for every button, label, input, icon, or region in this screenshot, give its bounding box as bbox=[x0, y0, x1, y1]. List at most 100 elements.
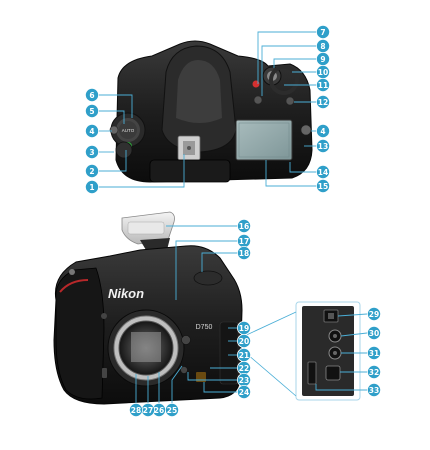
callout-number: 13 bbox=[318, 142, 328, 151]
callout-number: 16 bbox=[239, 222, 249, 231]
callout-25: 25 bbox=[164, 402, 179, 417]
callout-22: 22 bbox=[236, 360, 251, 375]
callout-number: 15 bbox=[318, 182, 328, 191]
callout-33: 33 bbox=[366, 382, 381, 397]
callout-number: 26 bbox=[154, 406, 164, 415]
release-mode-dial bbox=[115, 141, 133, 159]
callout-number: 17 bbox=[239, 237, 249, 246]
leader-line-30 bbox=[340, 332, 368, 337]
callout-number: 23 bbox=[239, 376, 249, 385]
iso-button bbox=[285, 96, 295, 106]
callout-6: 6 bbox=[85, 88, 100, 103]
callout-number: 25 bbox=[167, 406, 177, 415]
camera-top-view: AUTO bbox=[109, 40, 313, 183]
callout-18: 18 bbox=[236, 245, 251, 260]
accessory-terminal bbox=[307, 361, 317, 385]
leader-line-18 bbox=[201, 252, 237, 272]
callout-circle bbox=[366, 364, 381, 379]
callout-4a: 4 bbox=[85, 124, 100, 139]
callout-circle bbox=[366, 306, 381, 321]
callout-number: 4 bbox=[89, 127, 94, 136]
brand-logo: Nikon bbox=[108, 286, 144, 301]
callout-21: 21 bbox=[236, 347, 251, 362]
callout-16: 16 bbox=[236, 218, 251, 233]
control-panel-lcd bbox=[235, 119, 293, 161]
hdmi-port bbox=[325, 365, 341, 381]
callout-number: 4 bbox=[320, 127, 325, 136]
callout-11: 11 bbox=[315, 78, 330, 93]
leader-line-25 bbox=[171, 365, 183, 403]
leader-line-15 bbox=[265, 160, 316, 187]
callout-30: 30 bbox=[366, 325, 381, 340]
callout-28: 28 bbox=[128, 402, 143, 417]
callout-circle bbox=[85, 179, 100, 194]
callout-12: 12 bbox=[315, 95, 330, 110]
callout-circle bbox=[236, 384, 251, 399]
leader-line-24 bbox=[203, 382, 237, 393]
connector-cover bbox=[219, 321, 239, 385]
callout-number: 8 bbox=[320, 42, 325, 51]
callout-circle bbox=[236, 333, 251, 348]
callout-circle bbox=[85, 163, 100, 178]
leader-line-29 bbox=[337, 313, 368, 317]
leader-line-17 bbox=[175, 240, 237, 300]
callout-number: 18 bbox=[239, 249, 249, 258]
af-mode-button bbox=[180, 366, 188, 374]
callout-7: 7 bbox=[315, 24, 330, 39]
leader-line-23 bbox=[187, 372, 237, 381]
callout-number: 19 bbox=[239, 324, 249, 333]
callout-number: 32 bbox=[369, 368, 379, 377]
callout-14: 14 bbox=[315, 164, 330, 179]
leader-line-33 bbox=[315, 384, 367, 391]
callout-2: 2 bbox=[85, 163, 100, 178]
callout-circle bbox=[315, 164, 330, 179]
leader-line-8 bbox=[261, 45, 316, 96]
callout-circle bbox=[315, 24, 330, 39]
inset-bracket-line bbox=[239, 311, 297, 339]
callout-number: 20 bbox=[239, 337, 249, 346]
callout-circle bbox=[85, 144, 100, 159]
callout-number: 5 bbox=[89, 107, 94, 116]
callout-13: 13 bbox=[315, 138, 330, 153]
flash-mode-button bbox=[196, 372, 206, 382]
callout-number: 10 bbox=[318, 68, 328, 77]
callout-number: 28 bbox=[131, 406, 141, 415]
strap-eyelet-right bbox=[300, 124, 312, 136]
connector-inset bbox=[295, 301, 361, 401]
depth-preview-button bbox=[101, 313, 107, 319]
callout-circle bbox=[366, 345, 381, 360]
callout-number: 31 bbox=[369, 349, 379, 358]
callout-circle bbox=[315, 138, 330, 153]
callout-number: 9 bbox=[320, 55, 325, 64]
callout-circle bbox=[128, 402, 143, 417]
callout-circle bbox=[366, 325, 381, 340]
callout-circle bbox=[315, 178, 330, 193]
callout-20: 20 bbox=[236, 333, 251, 348]
callout-number: 6 bbox=[89, 91, 94, 100]
power-switch bbox=[269, 65, 299, 95]
callout-23: 23 bbox=[236, 372, 251, 387]
leader-line-7 bbox=[257, 31, 316, 84]
lens-mount bbox=[107, 309, 185, 387]
callout-31: 31 bbox=[366, 345, 381, 360]
callout-circle bbox=[85, 104, 100, 119]
callout-circle bbox=[236, 245, 251, 260]
leader-line-5 bbox=[99, 110, 125, 124]
lens-top bbox=[149, 159, 231, 183]
leader-line-1 bbox=[99, 154, 185, 188]
callout-number: 11 bbox=[318, 81, 328, 90]
callout-32: 32 bbox=[366, 364, 381, 379]
callout-number: 7 bbox=[320, 28, 325, 37]
callout-15: 15 bbox=[315, 178, 330, 193]
callout-27: 27 bbox=[140, 402, 155, 417]
leader-line-2 bbox=[99, 150, 127, 172]
lens-release-button bbox=[181, 335, 191, 345]
mode-dial: AUTO bbox=[110, 112, 146, 150]
callout-5: 5 bbox=[85, 104, 100, 119]
callout-17: 17 bbox=[236, 233, 251, 248]
callout-number: 29 bbox=[369, 310, 379, 319]
callout-9: 9 bbox=[315, 52, 330, 67]
callout-number: 24 bbox=[239, 388, 249, 397]
